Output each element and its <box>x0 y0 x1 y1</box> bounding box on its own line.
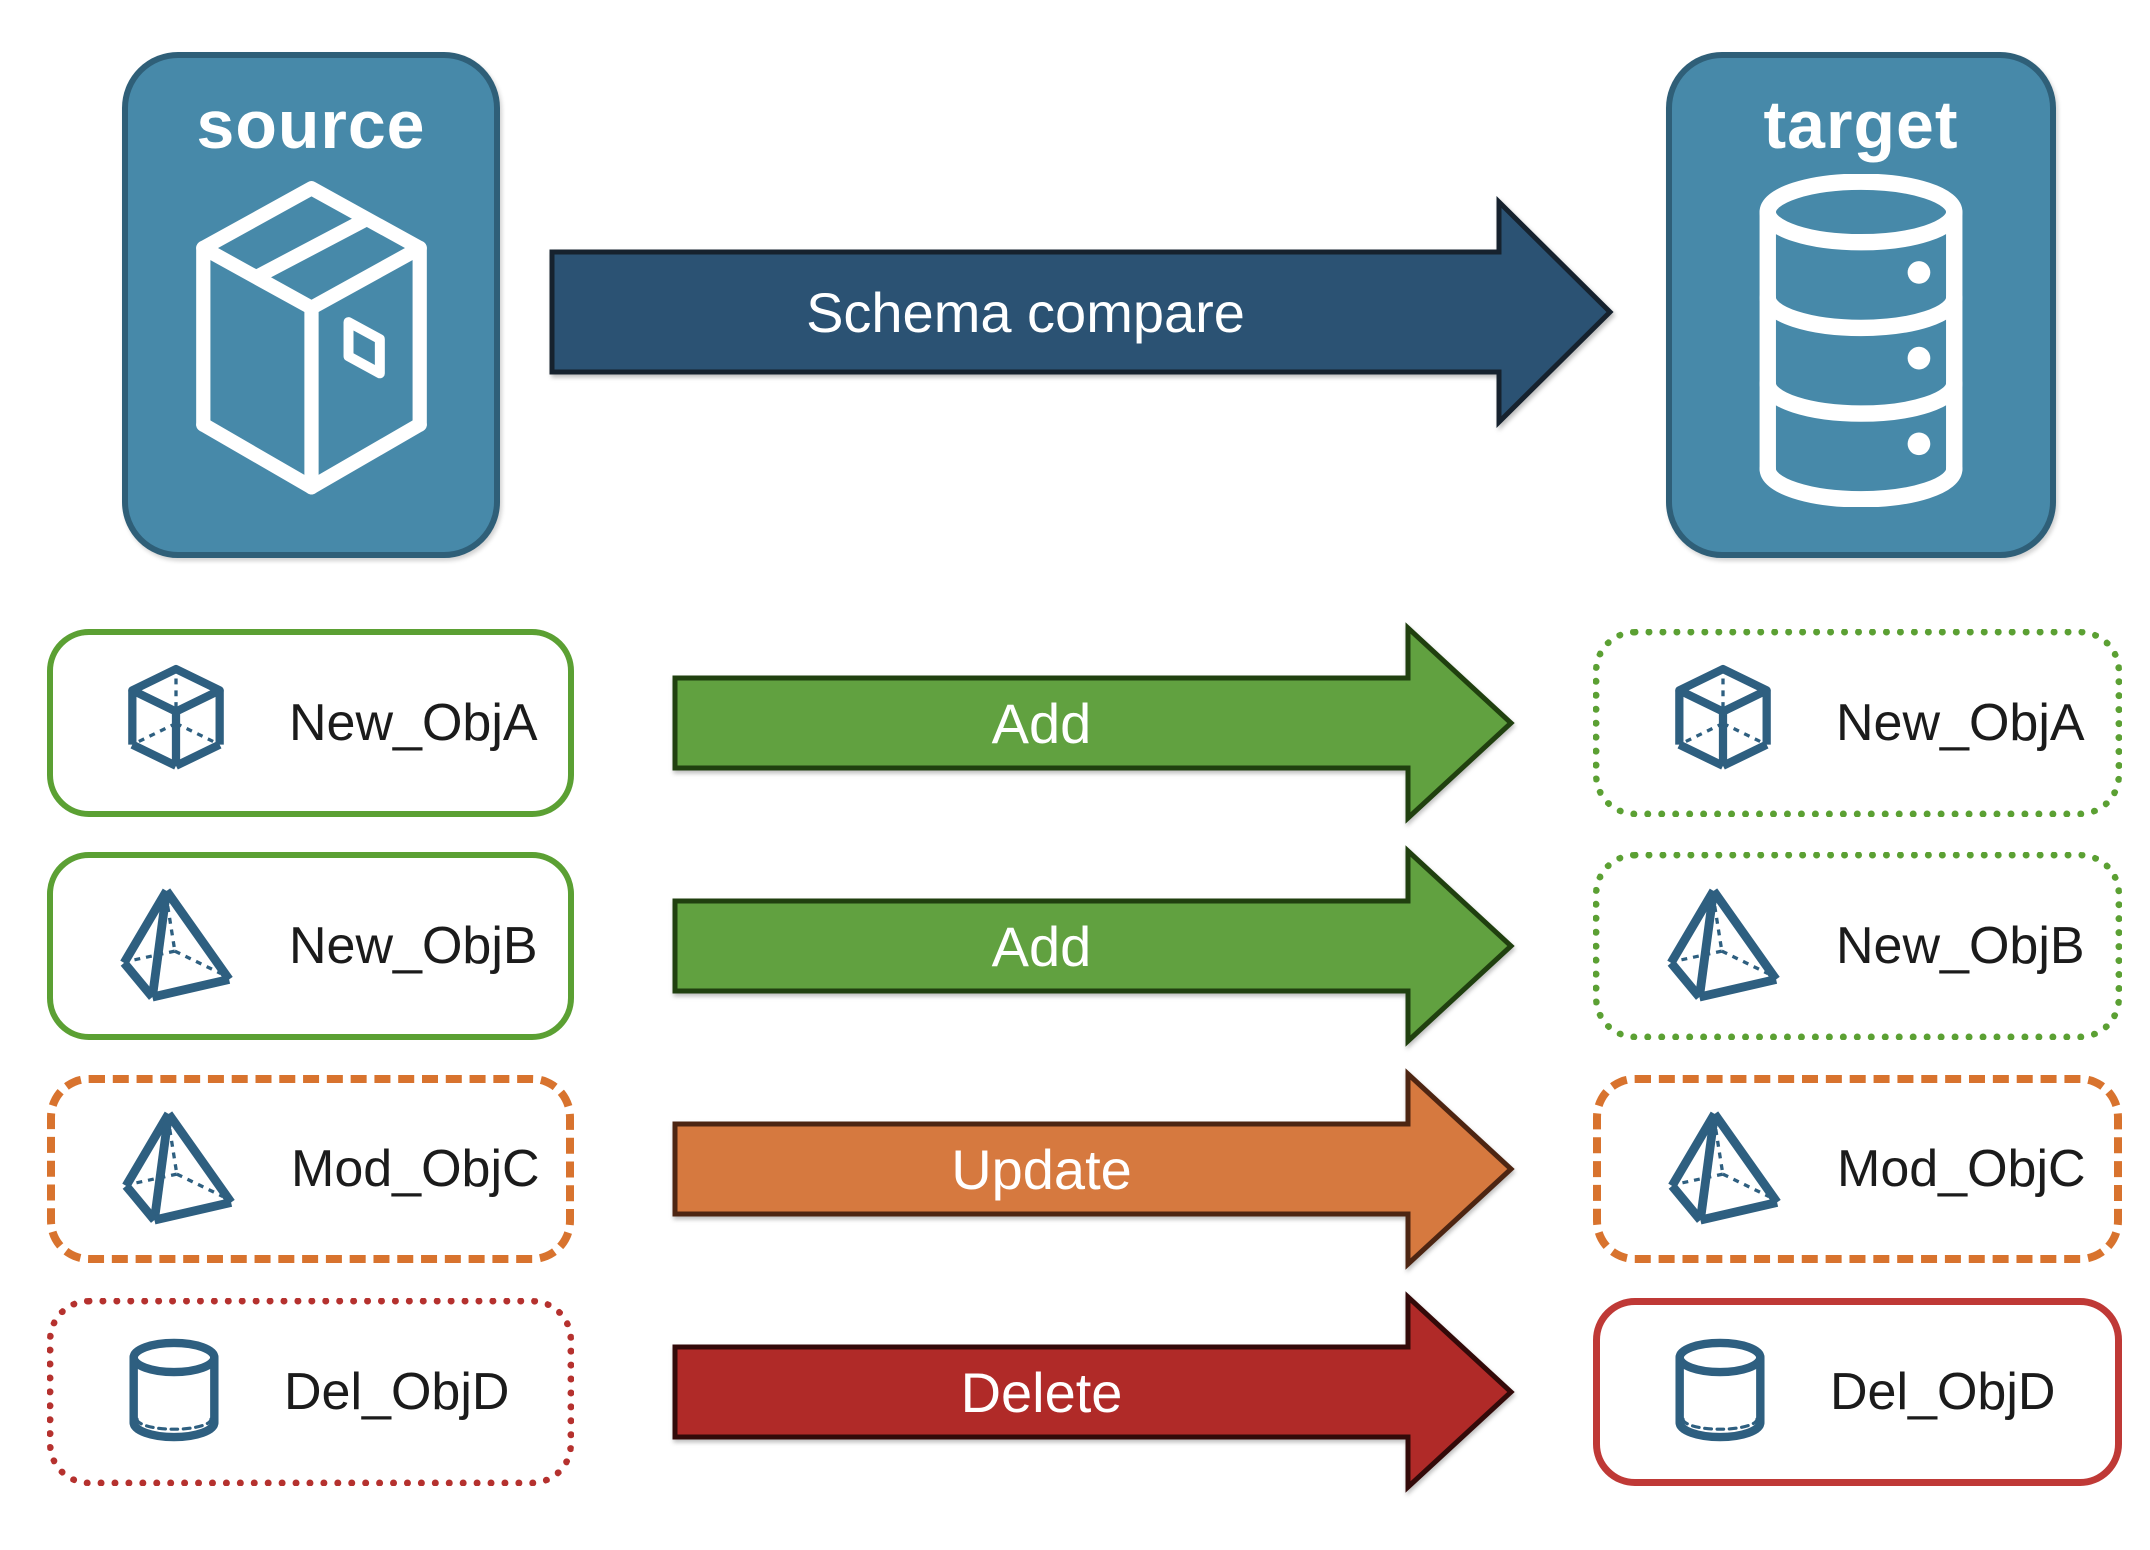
source-label: source <box>196 87 426 163</box>
pyramid-icon <box>1665 1108 1783 1231</box>
pyramid-icon <box>119 1108 237 1231</box>
schema-compare-arrow <box>549 196 1614 428</box>
object-label: New_ObjB <box>289 917 538 975</box>
object-label: New_ObjA <box>289 694 538 752</box>
add-arrow <box>672 845 1515 1047</box>
object-label: Del_ObjD <box>284 1363 510 1421</box>
cylinder-icon <box>1664 1331 1776 1454</box>
target-label: target <box>1763 87 1959 163</box>
delete-arrow <box>672 1291 1515 1493</box>
cube-icon <box>1664 662 1782 785</box>
package-icon <box>169 164 454 515</box>
target-node: target <box>1666 52 2056 558</box>
cylinder-icon <box>118 1331 230 1454</box>
update-arrow <box>672 1068 1515 1270</box>
source-object-new-objb: New_ObjB <box>47 852 574 1040</box>
pyramid-icon <box>1664 885 1782 1008</box>
object-label: Mod_ObjC <box>1837 1140 2086 1198</box>
object-label: Del_ObjD <box>1830 1363 2056 1421</box>
pyramid-icon <box>117 885 235 1008</box>
target-object-new-objb: New_ObjB <box>1593 852 2122 1040</box>
object-label: Mod_ObjC <box>291 1140 540 1198</box>
target-object-new-obja: New_ObjA <box>1593 629 2122 817</box>
object-label: New_ObjA <box>1836 694 2085 752</box>
target-object-del-objd: Del_ObjD <box>1593 1298 2122 1486</box>
add-arrow <box>672 622 1515 824</box>
cube-icon <box>117 662 235 785</box>
object-label: New_ObjB <box>1836 917 2085 975</box>
source-object-mod-objc: Mod_ObjC <box>47 1075 574 1263</box>
source-node: source <box>122 52 500 558</box>
source-object-new-obja: New_ObjA <box>47 629 574 817</box>
target-object-mod-objc: Mod_ObjC <box>1593 1075 2122 1263</box>
source-object-del-objd: Del_ObjD <box>47 1298 574 1486</box>
database-icon <box>1735 164 1987 512</box>
